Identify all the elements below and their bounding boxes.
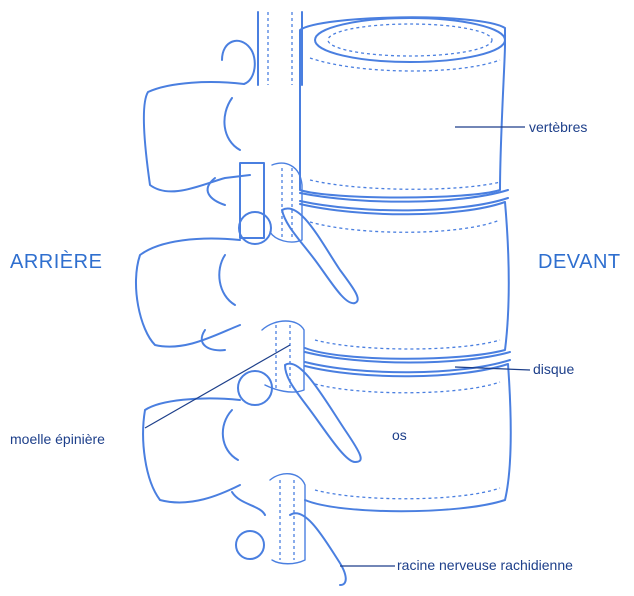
label-nerve-root: racine nerveuse rachidienne bbox=[397, 557, 573, 573]
label-bone: os bbox=[392, 427, 407, 443]
disc-upper bbox=[300, 190, 508, 210]
label-back: ARRIÈRE bbox=[10, 250, 102, 273]
spinal-cord bbox=[262, 163, 305, 564]
vertebral-body-lower bbox=[305, 364, 511, 511]
label-disc: disque bbox=[533, 361, 574, 377]
posterior-processes bbox=[136, 41, 272, 559]
vertebral-body-upper bbox=[300, 17, 505, 197]
label-vertebrae: vertèbres bbox=[529, 119, 587, 135]
vertebral-body-middle bbox=[300, 202, 509, 359]
label-front: DEVANT bbox=[538, 251, 621, 273]
label-spinal-cord: moelle épinière bbox=[10, 431, 105, 447]
spinal-canal-top bbox=[258, 12, 302, 85]
